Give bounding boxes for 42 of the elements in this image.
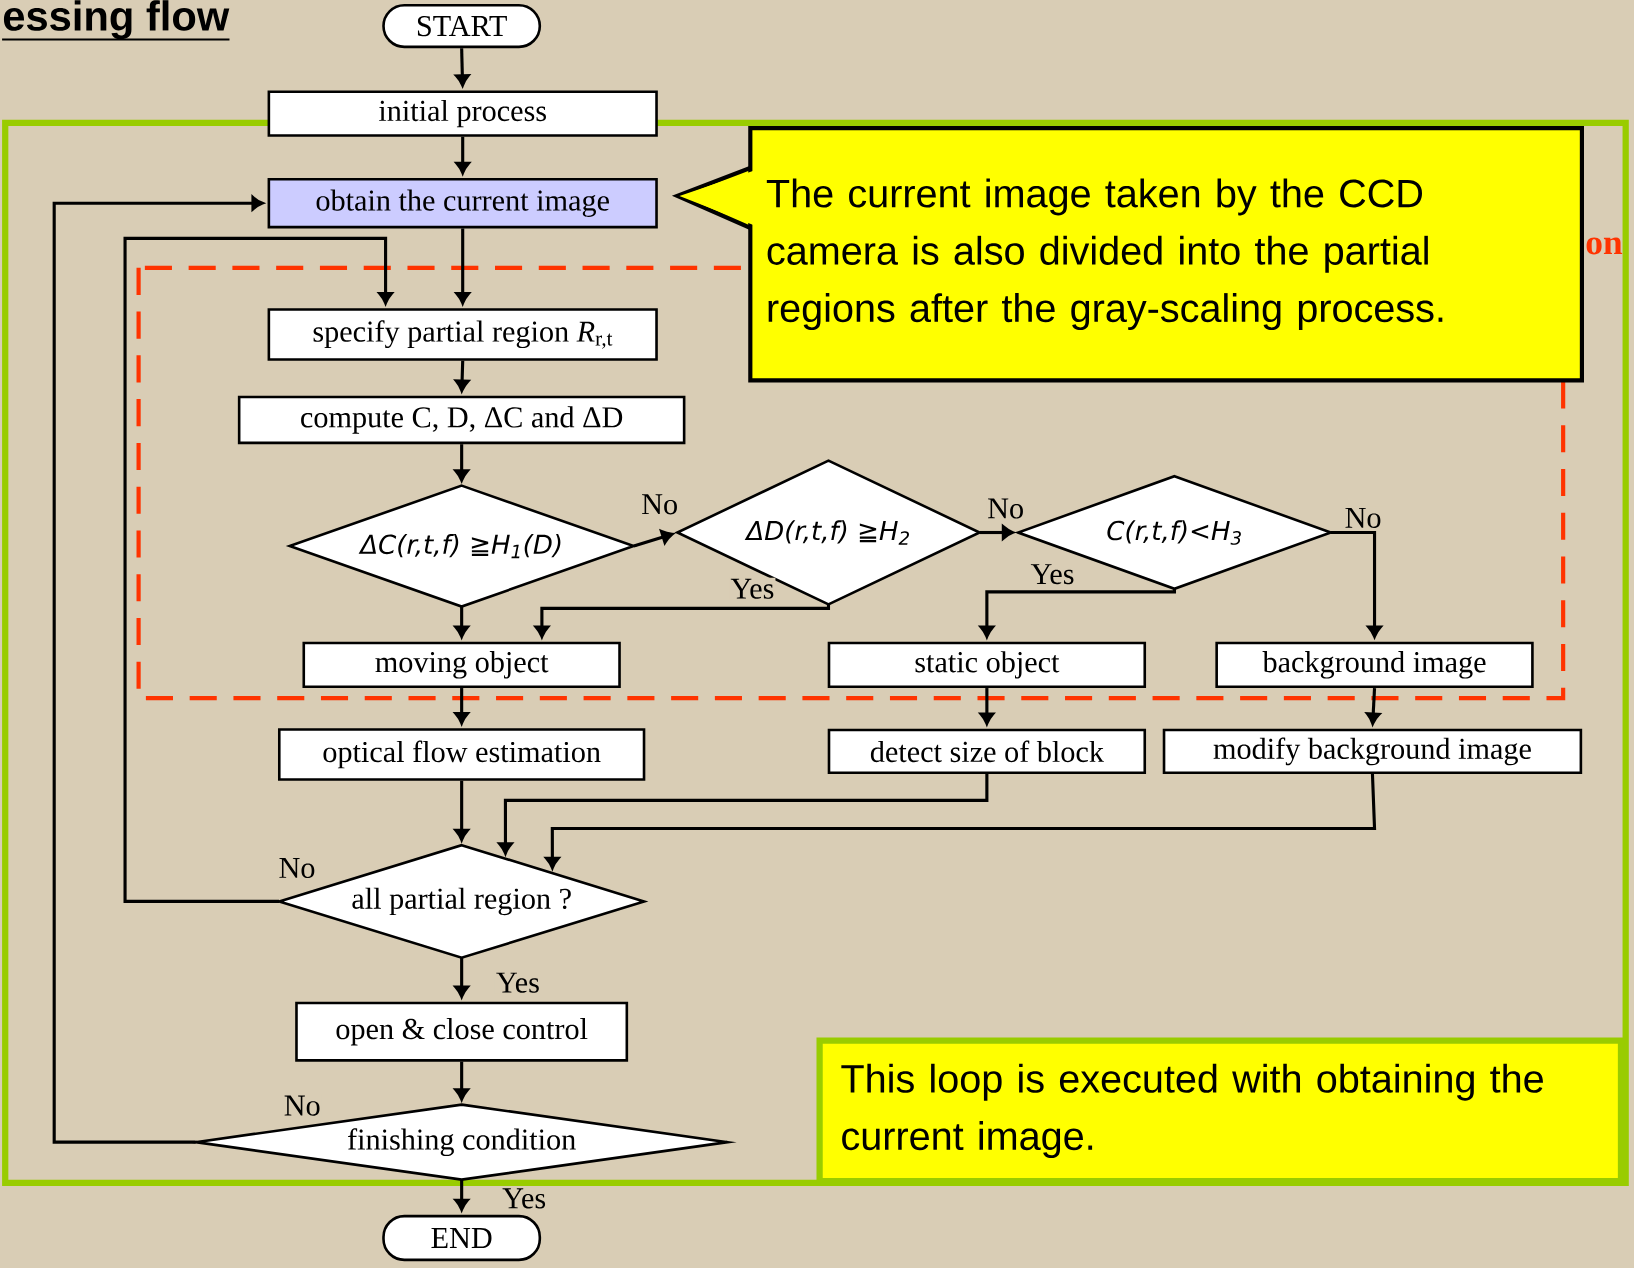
- process-box: open & close control: [295, 1001, 629, 1062]
- arrow: [454, 360, 470, 392]
- process-box: initial process: [267, 90, 658, 137]
- arrow: [52, 195, 264, 1144]
- arrow: [454, 1179, 469, 1211]
- arrow: [454, 957, 469, 998]
- note-box: This loop is executed with obtaining the current image.: [816, 1037, 1625, 1185]
- edge-label: Yes: [501, 1187, 548, 1210]
- edge-label: Yes: [1029, 563, 1076, 586]
- callout-box: The current image taken by the CCD camera is also divided into the partial regions after the gray-scaling process.: [671, 126, 1584, 383]
- arrow: [545, 773, 1377, 870]
- arrow: [455, 228, 470, 305]
- arrow: [123, 236, 393, 903]
- process-box: static object: [827, 641, 1147, 688]
- arrow: [454, 1061, 469, 1101]
- arrow: [454, 780, 469, 841]
- arrow: [498, 773, 989, 855]
- arrow: [454, 687, 469, 725]
- arrow: [633, 529, 674, 548]
- arrow: [1365, 687, 1381, 725]
- arrow: [979, 687, 995, 725]
- process-box: specify partial region R$_{r,t}$: [267, 308, 658, 361]
- title: essing flow: [2, 0, 230, 41]
- arrow: [454, 606, 469, 638]
- arrow: [979, 525, 1015, 540]
- arrow: [454, 444, 469, 482]
- arrow: [534, 604, 831, 638]
- process-box: moving object: [302, 641, 621, 688]
- terminal-oval: END: [382, 1214, 542, 1262]
- arrow: [455, 136, 470, 174]
- process-box: obtain the current image: [267, 177, 658, 229]
- arrow: [455, 48, 470, 87]
- process-box: background image: [1215, 641, 1534, 688]
- process-box: modify background image: [1162, 728, 1583, 774]
- process-box: optical flow estimation: [278, 728, 646, 781]
- edge-label: No: [277, 856, 317, 880]
- arrow: [979, 588, 1176, 638]
- process-box: detect size of block: [827, 728, 1147, 774]
- edge-label: No: [986, 497, 1026, 520]
- arrow: [1331, 530, 1382, 638]
- edge-label: Yes: [729, 577, 776, 600]
- process-box: compute C, D, ΔC and ΔD: [237, 395, 686, 445]
